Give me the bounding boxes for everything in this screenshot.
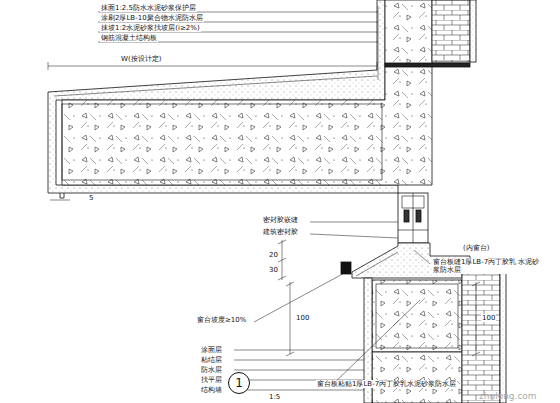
annotation-label: 窗台板缝1厚LB-7丙丁胶乳 水泥砂浆防水层 — [432, 258, 542, 274]
annotation-label: (内窗台) — [462, 244, 490, 252]
annotation-label: 30 — [268, 266, 279, 274]
annotation-label: 涂刷2厚LB-10聚合物水泥防水层 — [100, 14, 204, 22]
annotation-label: 100 — [481, 314, 496, 322]
annotation-label: 100 — [295, 314, 310, 322]
annotation-label: 1:5 — [268, 393, 281, 401]
annotation-label: 密封胶嵌缝 — [262, 216, 299, 224]
annotation-label: 抹坡1:2水泥砂浆找坡层(i≥2%) — [100, 24, 201, 32]
annotation-label: 涂面层 — [200, 346, 223, 354]
annotation-label: 找平层 — [200, 376, 223, 384]
annotation-label: 结构墙 — [200, 386, 223, 394]
annotation-label: W(按设计定) — [120, 55, 162, 63]
annotation-label: 20 — [268, 251, 279, 259]
annotation-label: 窗台板粘贴1厚LB-7丙丁胶乳水泥砂浆防水层 — [316, 380, 457, 388]
annotation-label: 钢筋混凝土结构板 — [100, 34, 158, 42]
annotation-label: 5 — [88, 194, 94, 202]
detail-index-circle: 1 — [228, 372, 250, 394]
annotation-label: 粘结层 — [200, 356, 223, 364]
annotation-label: 建筑密封胶 — [262, 228, 299, 236]
annotation-label: 窗台坡度≥10% — [196, 316, 247, 324]
annotation-label: zhulong.com — [478, 392, 538, 400]
detail-number: 1 — [235, 376, 243, 390]
annotation-label: 防水层 — [200, 366, 223, 374]
annotation-label: 抹面1:2.5防水水泥砂浆保护层 — [100, 4, 197, 12]
